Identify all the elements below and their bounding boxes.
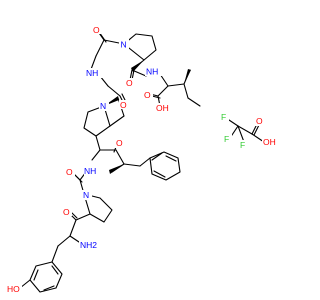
label-tfa-o: O	[256, 116, 263, 126]
label-nh-phe: NH	[84, 166, 96, 176]
label-n-pro-ring: N	[121, 40, 127, 50]
atom-labels: N O NH NH O O OH O N O NH O N O NH2 HO F…	[6, 25, 278, 295]
label-tfa-f3: F	[240, 140, 245, 150]
wedge-bonds	[104, 60, 191, 174]
label-o-tyr: O	[63, 207, 70, 217]
label-o-acid: O	[144, 90, 151, 100]
label-o-pro-low: O	[66, 167, 73, 177]
label-tfa-f1: F	[221, 112, 226, 122]
label-o-phe: O	[116, 138, 123, 148]
label-tfa-f2: F	[224, 134, 229, 144]
label-o-gly: O	[93, 25, 100, 35]
label-o-pro-mid: O	[120, 100, 127, 110]
label-n-pro-mid: N	[100, 101, 106, 111]
label-o-pro-top: O	[126, 78, 133, 88]
peptide-bonds	[19, 29, 201, 293]
label-nh-ile: NH	[146, 67, 158, 77]
label-oh-acid: OH	[156, 103, 169, 113]
label-tfa-oh: OH	[263, 137, 276, 147]
label-oh-phenol: HO	[7, 284, 20, 294]
label-nh-gly: NH	[86, 68, 98, 78]
chemical-structure-drawing: N O NH NH O O OH O N O NH O N O NH2 HO F…	[6, 25, 278, 295]
label-nh2-tyr: NH2	[80, 240, 97, 250]
label-n-pro-low: N	[83, 190, 89, 200]
